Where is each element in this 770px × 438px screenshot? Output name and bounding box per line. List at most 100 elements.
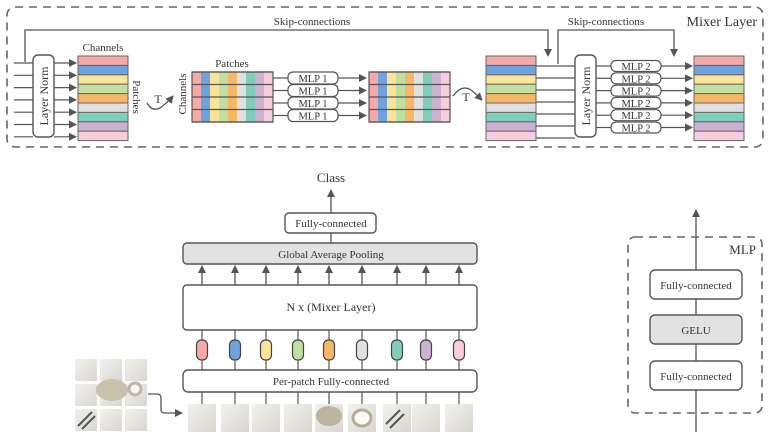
image-grid-patch [100,359,122,381]
token-table-input [77,55,129,142]
gelu-box [649,314,743,345]
table-row [77,130,129,142]
table-row [693,130,745,142]
table-row [485,102,537,113]
channels-vertical-label: Channels [177,74,189,115]
mlp-fc-top-label: Fully-connected [660,280,732,292]
table-row [485,93,537,104]
image-patch-detail [385,409,405,429]
mlp1-label: MLP 1 [298,87,327,98]
image-patch [383,404,411,432]
token-table-rows [485,55,537,142]
patches-label: Patches [215,58,249,70]
image-patch [445,404,473,432]
fc-head-label: Fully-connected [295,218,367,230]
image-grid-patch [75,384,97,406]
patch-token [390,339,404,361]
image-grid-patch [75,359,97,381]
mlp2-label: MLP 2 [621,111,650,122]
table-row [77,74,129,85]
layer-norm-1-output-arrows [54,59,77,141]
image-grid-detail [96,379,128,401]
image-grid-detail [127,381,143,397]
table-row [693,83,745,95]
mlp1-label: MLP 1 [298,99,327,110]
per-patch-fc-box [182,369,478,393]
patches-vertical-label: Patches [130,80,142,114]
table-border [368,71,451,123]
image-grid-patch [75,409,97,431]
mlp2-label: MLP 2 [621,124,650,135]
mlp2-label: MLP 2 [621,62,650,73]
layer-norm-2-box [574,54,597,138]
mlp-fc-bottom-label: Fully-connected [660,371,732,383]
mlp-detail-panel: MLP Fully-connected GELU Fully-connected [627,209,763,432]
grid-to-sequence-arrow [148,393,183,417]
mlp-fc-bottom-box [649,360,743,391]
patch-token [259,339,273,361]
image-patch [412,404,440,432]
mlp2-label: MLP 2 [621,74,650,85]
gelu-label: GELU [681,325,710,337]
table-row [693,102,745,113]
mlp2-label: MLP 2 [621,99,650,110]
table-row [485,74,537,85]
table-row [77,111,129,123]
layer-norm-2-label: Layer Norm [579,66,593,126]
token-table-output [693,55,745,142]
image-patch [284,404,312,432]
mixer-stack-box [182,284,478,331]
mixer-stack-label: N x (Mixer Layer) [287,300,376,314]
token-table-transposed [191,71,274,123]
skip-connection-1-label: Skip-connections [274,16,350,28]
table-row [77,121,129,132]
table-row [485,83,537,95]
table-row [485,55,537,66]
image-patch-detail [316,406,342,426]
gap-box [182,242,478,265]
mixer-layer-title: Mixer Layer [687,15,758,30]
image-patch [252,404,280,432]
table-row [77,55,129,66]
table-row [485,121,537,132]
table-row [693,64,745,76]
table-row [485,130,537,142]
patch-token [291,339,305,361]
table-row [77,83,129,95]
skip-connection-2-label: Skip-connections [568,16,644,28]
mlp1-label: MLP 1 [298,74,327,85]
image-patch-detail [351,408,373,428]
per-patch-fc-label: Per-patch Fully-connected [273,376,390,388]
token-table-after-token-mixing [368,71,451,123]
layer-norm-1-box [32,54,55,138]
channels-label: Channels [83,42,124,54]
transpose-1-label: T [154,92,162,106]
skip-connection-2-line [557,29,678,64]
patch-token [452,339,466,361]
image-patch [221,404,249,432]
gap-label: Global Average Pooling [278,249,384,261]
table-row [693,55,745,66]
table-border [191,71,274,123]
patch-token [322,339,336,361]
mixer-layer-panel: Mixer Layer Skip-connections Skip-connec… [6,6,764,148]
patch-token [195,339,209,361]
image-grid-patch [125,409,147,431]
input-token-lines [14,62,33,138]
mixer-to-gap-arrows [198,265,463,285]
table-row [693,93,745,104]
table-row [77,102,129,113]
mlp2-label: MLP 2 [621,87,650,98]
transpose-1-arrow [146,95,174,110]
mlp-detail-title: MLP [729,242,756,257]
transpose-2-arrow [452,87,483,101]
patch-token-embeddings [195,330,466,370]
main-architecture: Class Fully-connected Global Average Poo… [75,170,478,432]
patch-token [419,339,433,361]
mixer-layer-border [6,6,764,148]
image-grid-patch [100,409,122,431]
image-patch [188,404,216,432]
